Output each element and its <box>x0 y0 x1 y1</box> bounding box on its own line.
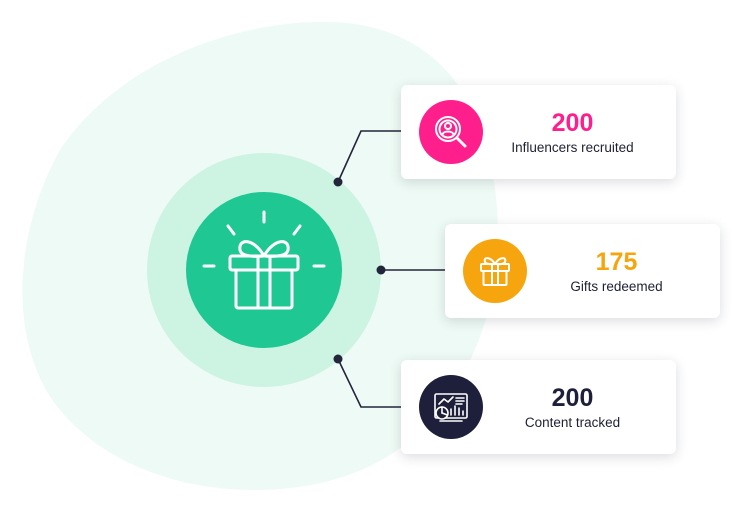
stat-card-gifts: 175 Gifts redeemed <box>445 224 720 318</box>
gift-icon <box>480 257 510 286</box>
stat-card-content: 200 Content tracked <box>401 360 676 454</box>
stat-value-content: 200 <box>551 384 594 412</box>
influencer-search-icon <box>435 116 467 148</box>
influencer-search-icon-circle <box>419 100 483 164</box>
stat-label-gifts: Gifts redeemed <box>570 279 663 294</box>
connector-dot-top <box>333 177 343 187</box>
stat-text-influencers: 200 Influencers recruited <box>483 109 676 155</box>
analytics-dashboard-icon <box>434 393 468 422</box>
stat-label-influencers: Influencers recruited <box>511 140 634 155</box>
hub-gift-icon <box>202 210 326 310</box>
connector-bottom <box>337 358 402 408</box>
stat-card-influencers: 200 Influencers recruited <box>401 85 676 179</box>
stat-label-content: Content tracked <box>524 415 621 430</box>
connector-lines <box>337 130 446 408</box>
connector-dot-bottom <box>333 354 343 364</box>
stat-value-influencers: 200 <box>551 109 594 137</box>
connector-top <box>337 130 402 183</box>
connector-dot-middle <box>376 265 386 275</box>
analytics-dashboard-icon-circle <box>419 375 483 439</box>
stat-value-gifts: 175 <box>595 248 638 276</box>
gift-icon-circle <box>463 239 527 303</box>
stat-text-gifts: 175 Gifts redeemed <box>527 248 720 294</box>
stat-text-content: 200 Content tracked <box>483 384 676 430</box>
